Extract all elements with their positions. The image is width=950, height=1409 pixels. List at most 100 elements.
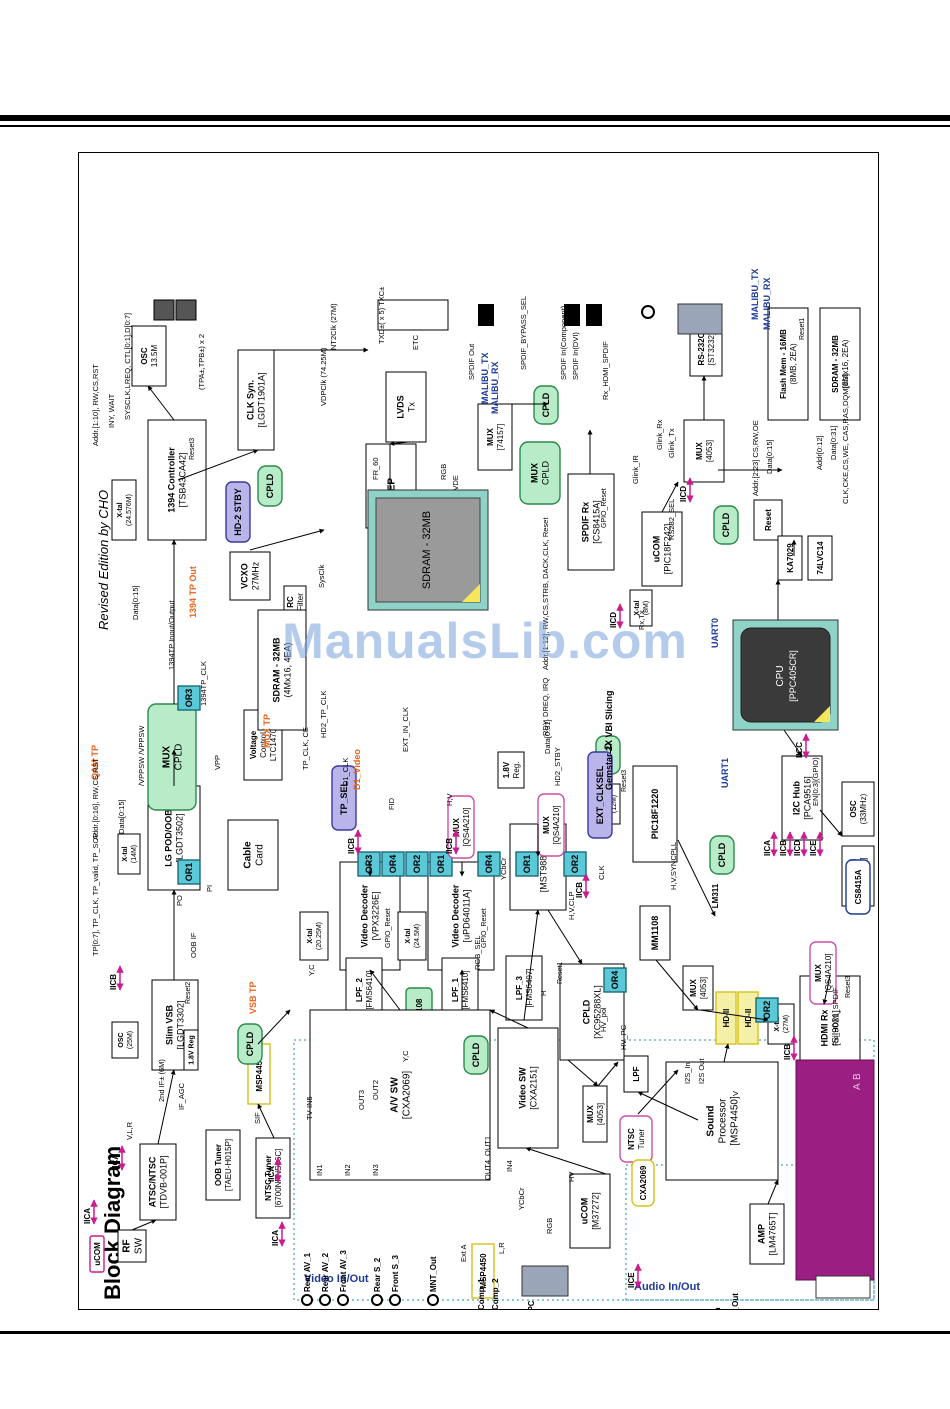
block-slim-vsb-line: [LGDT3302] <box>176 1000 186 1049</box>
block-ucom-m-line: uCOM <box>580 1198 590 1225</box>
signal-s75: OUT1 <box>483 1136 492 1156</box>
signal-s21: SPDIF In(Component) <box>559 305 568 380</box>
connector-jack <box>337 1294 349 1306</box>
signal-s76: OUT4 <box>483 1160 492 1180</box>
block-hd-ii2-line: HD-II <box>744 1009 753 1028</box>
block-vcontrol-line: LTC1470 <box>269 728 278 761</box>
signal-s54: RGB_SEL <box>473 935 482 970</box>
signal-s85: PI <box>205 885 214 892</box>
signal-s59: I2S Out <box>697 1058 706 1084</box>
ieee1394-port <box>175 299 197 321</box>
signal-s19: SPDIF Out <box>467 343 476 380</box>
block-flash-line: Flash Mem - 16MB <box>779 329 788 399</box>
block-cs8415a-line: CS8415A <box>854 869 863 904</box>
block-vcxo-line: VCXO <box>240 563 250 589</box>
signal-s69: RGB <box>545 1218 554 1234</box>
hd23-label: SDRAM - 32MB <box>421 511 433 589</box>
block-sdram1-line: SDRAM - 32MB <box>272 637 282 703</box>
block-amp-line: [LM4765T] <box>768 1212 778 1255</box>
signal-s36: Data[0:31] <box>829 425 838 460</box>
block-rf-sw-line: RF <box>122 1239 133 1252</box>
signal-s49: FID <box>387 797 396 810</box>
signal-s38: EN[0:3](GPIO) <box>811 757 820 806</box>
block-vidsw-line: Video SW <box>518 1067 528 1109</box>
block-vdec1-line: [VPX3226E] <box>371 891 381 940</box>
block-mux-cpld2-line: MUX <box>530 463 540 483</box>
block-cpld-r-line: CPLD <box>471 1042 481 1067</box>
hdmi-input-block: A B <box>795 1059 875 1299</box>
iic-icd_hub: IICD <box>793 840 802 856</box>
label-qam_tp: QAM TP <box>90 745 100 780</box>
block-xtal245-line: X-tal <box>405 928 412 943</box>
block-rf-sw-line: SW <box>134 1237 145 1254</box>
label-uart1: UART1 <box>720 758 730 788</box>
connector-jack <box>427 1294 439 1306</box>
signal-s79: IN3 <box>371 1164 380 1176</box>
diagram-title: Block Diagram <box>100 1146 125 1300</box>
block-mux4053b-line: MUX <box>689 978 698 996</box>
block-vdec2-line: Video Decoder <box>451 884 461 947</box>
block-cxa2069-line: CXA2069 <box>639 1165 648 1200</box>
block-cpld-r: CPLD <box>463 1035 489 1075</box>
iic-icd2: IICD <box>679 486 688 502</box>
block-mux74157-line: [74157] <box>496 424 505 451</box>
block-reset-line: Reset <box>764 509 773 531</box>
block-lvc14-line: 74LVC14 <box>816 541 825 575</box>
block-mux4053c: MUX[4053] <box>582 1085 608 1143</box>
block-avsw-line: [CXA2069] <box>402 1071 413 1120</box>
block-mux74157-line: MUX <box>486 427 495 445</box>
spdif-out-jack <box>478 304 494 326</box>
signal-s4: (TPA±,TPB±) x 2 <box>197 334 206 390</box>
block-oob-tuner-line: [TAEU-H015P] <box>224 1139 233 1191</box>
block-atsc-line: ATSC/NTSC <box>148 1156 158 1207</box>
block-msp-top-line: MSP4450 <box>255 1056 264 1092</box>
block-ucom-m: uCOM[M37272] <box>569 1173 611 1249</box>
signal-s67: L,R <box>497 1242 506 1254</box>
block-cs8415a: CS8415A <box>845 859 871 915</box>
signal-s29: Addr.[1:12], RW,CS,STRB, DACK,CLK, Reset <box>541 517 550 670</box>
block-lm311: LM311 <box>699 875 731 917</box>
block-or2c-line: OR2 <box>762 1001 772 1020</box>
block-or3a-line: OR3 <box>364 855 374 874</box>
block-osc33-line: (33MHz) <box>859 793 868 824</box>
block-xtal14: X-tal(14M) <box>117 833 141 875</box>
block-ntsc-tun2-line: Tuner <box>637 1128 646 1149</box>
block-mux-cpld-line: CPLD <box>174 744 185 771</box>
block-reg18-line: 1.8V Reg <box>188 1035 195 1065</box>
signal-s70: HV <box>567 1172 576 1182</box>
block-tp-sel-line: TP_SEL <box>339 780 349 815</box>
block-mux4053c-line: [4053] <box>596 1103 605 1125</box>
block-cpld-bot: CPLD <box>709 835 735 875</box>
signal-s40: Data[0:15] <box>117 799 126 834</box>
block-cpld-lvds-line: CPLD <box>541 392 551 417</box>
block-mux4053a: MUX[4053] <box>683 419 725 483</box>
signal-s64: V,L,R <box>125 1121 134 1140</box>
signal-s15: H/VDE <box>451 475 460 498</box>
label-tp1394_out: 1394 TP Out <box>188 566 198 618</box>
block-tp-sel: TP_SEL <box>331 765 357 831</box>
block-osc25-line: (25M) <box>127 1031 134 1049</box>
block-oob-tuner: OOB Tuner[TAEU-H015P] <box>205 1129 241 1201</box>
hdmi-label-a: A <box>852 1083 863 1090</box>
audio-section-label: Audio In/Out <box>634 1281 700 1293</box>
signal-s34: Data[0:15] <box>765 439 774 474</box>
block-or3a: OR3 <box>357 851 381 877</box>
signal-s46: IF_AGC <box>177 1082 186 1110</box>
block-xtal24-line: (24.576M) <box>126 494 133 526</box>
block-ucom-rf: uCOM <box>89 1235 105 1273</box>
block-lvds-line: LVDS <box>396 395 406 418</box>
block-lvc14: 74LVC14 <box>807 535 833 581</box>
block-rcf-line: Filter <box>296 593 305 611</box>
block-mux4053b-line: [4053] <box>699 977 708 999</box>
cpu-label: CPU <box>775 665 786 686</box>
block-lpf1: LPF_1[FMS6410] <box>441 957 479 1023</box>
signal-s27: RS232_SEL <box>667 499 676 540</box>
signal-s1: Addr.[1:10], RW,CS,RST <box>91 364 100 446</box>
block-hd2stby: HD-2 STBY <box>225 481 251 543</box>
label-mux_tp: MUX TP <box>262 714 272 748</box>
signal-s13: TP_CLK, CE <box>301 727 310 770</box>
block-atsc-line: [TDVB-001P] <box>159 1155 169 1208</box>
block-xtal14-line: (14M) <box>131 845 138 863</box>
